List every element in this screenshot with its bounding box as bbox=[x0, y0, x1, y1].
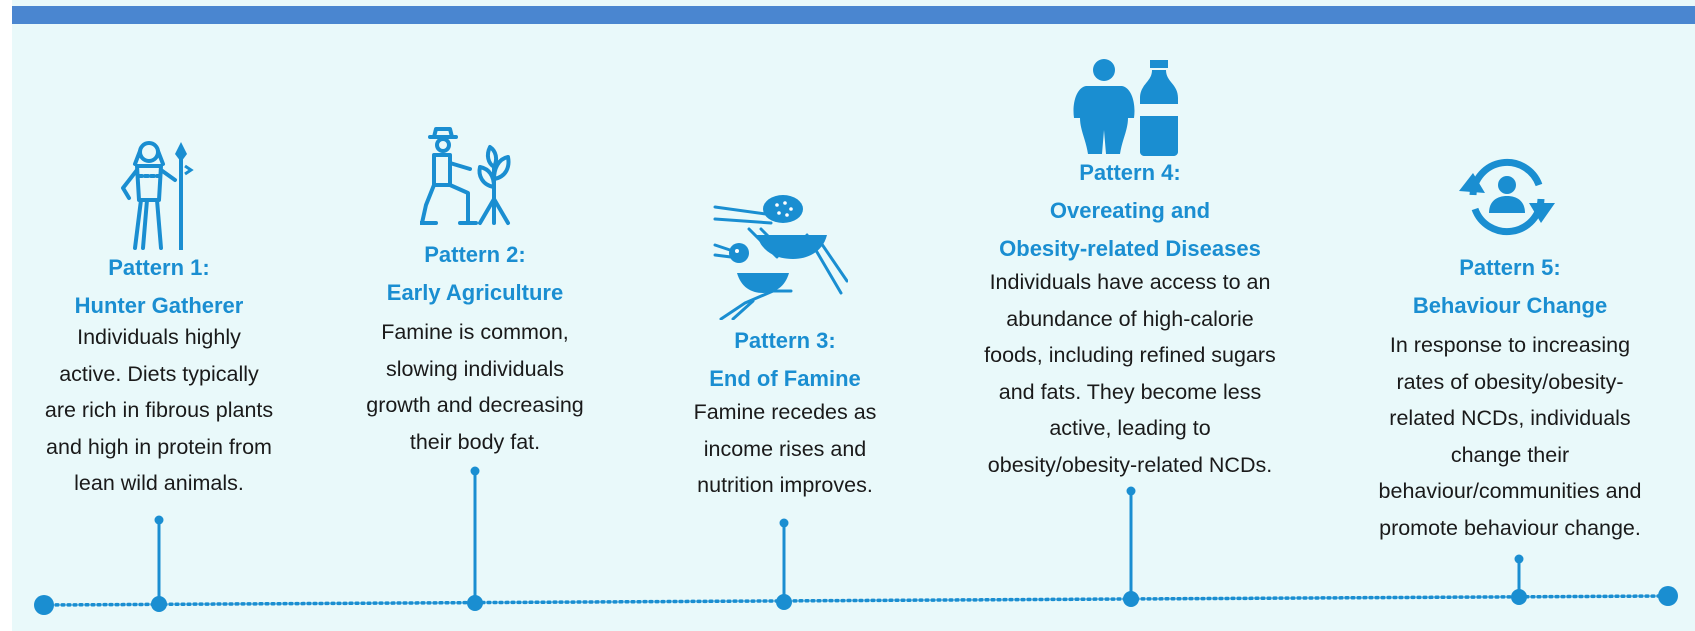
top-bar bbox=[12, 6, 1695, 24]
pattern-5: Pattern 5: Behaviour Change In response … bbox=[1345, 249, 1675, 546]
pattern-1-description-line: lean wild animals. bbox=[74, 471, 244, 495]
pattern-1-description-line: active. Diets typically bbox=[59, 361, 259, 386]
pattern-3-number: Pattern 3: bbox=[734, 328, 836, 353]
timeline-marker-2 bbox=[467, 466, 483, 611]
pattern-4-description-line: and fats. They become less bbox=[998, 379, 1262, 404]
pattern-3-title: End of Famine bbox=[709, 366, 861, 391]
pattern-1-description-line: and high in protein from bbox=[46, 434, 272, 459]
timeline-marker-4 bbox=[1123, 486, 1139, 607]
person-and-soda-bottle-icon bbox=[1073, 59, 1178, 156]
pattern-2-description-line: Famine is common, bbox=[381, 320, 569, 344]
pattern-5-description-line: rates of obesity/obesity- bbox=[1396, 369, 1624, 394]
pattern-3-description-line: nutrition improves. bbox=[697, 473, 873, 497]
pattern-3-description-line: Famine recedes as bbox=[693, 400, 877, 424]
pattern-5-description-line: change their bbox=[1450, 442, 1570, 467]
pattern-4-title: Overeating and bbox=[1049, 198, 1211, 223]
pattern-5-title: Behaviour Change bbox=[1412, 293, 1608, 318]
timeline-axis bbox=[42, 594, 1670, 607]
pattern-4-description-line: Individuals have access to an bbox=[989, 270, 1271, 294]
pattern-2-description-line: growth and decreasing bbox=[366, 393, 584, 417]
pattern-5-number: Pattern 5: bbox=[1459, 255, 1561, 280]
timeline-start-dot bbox=[34, 595, 54, 615]
pattern-2-title: Early Agriculture bbox=[386, 280, 564, 305]
farmer-planting-icon bbox=[420, 127, 511, 225]
pattern-4-description-line: obesity/obesity-related NCDs. bbox=[987, 452, 1273, 477]
hunter-gatherer-icon bbox=[121, 141, 194, 250]
person-cycle-arrows-icon bbox=[1459, 158, 1555, 236]
pattern-5-description-line: promote behaviour change. bbox=[1379, 515, 1641, 540]
pattern-2-number: Pattern 2: bbox=[424, 242, 526, 267]
diagram-background bbox=[12, 0, 1695, 631]
timeline-marker-5 bbox=[1511, 554, 1527, 605]
pattern-1-title: Hunter Gatherer bbox=[74, 293, 244, 318]
pattern-3-description-line: income rises and bbox=[703, 436, 867, 461]
pattern-1-description-line: Individuals highly bbox=[77, 325, 241, 349]
timeline-marker-1 bbox=[151, 515, 167, 612]
timeline-end-dot bbox=[1658, 586, 1678, 606]
pattern-2-description-line: their body fat. bbox=[409, 429, 541, 454]
timeline-marker-3 bbox=[776, 518, 792, 610]
pattern-5-description-line: In response to increasing bbox=[1389, 333, 1631, 357]
pattern-3: Pattern 3: End of Famine Famine recedes … bbox=[645, 322, 925, 504]
pattern-4-number: Pattern 4: bbox=[1079, 160, 1181, 185]
pattern-1: Pattern 1: Hunter Gatherer Individuals h… bbox=[20, 249, 298, 502]
pattern-2-description-line: slowing individuals bbox=[385, 356, 565, 381]
pattern-1-number: Pattern 1: bbox=[108, 255, 210, 280]
pattern-5-description-line: behaviour/communities and bbox=[1378, 479, 1642, 503]
pattern-4-description-line: abundance of high-calorie bbox=[1006, 306, 1254, 331]
pattern-4-title-line-3: Obesity-related Diseases bbox=[999, 236, 1261, 261]
pattern-2: Pattern 2: Early Agriculture Famine is c… bbox=[335, 236, 615, 460]
pattern-4-description-line: active, leading to bbox=[1049, 416, 1211, 440]
pattern-4-description-line: foods, including refined sugars bbox=[984, 343, 1276, 367]
pattern-5-description-line: related NCDs, individuals bbox=[1389, 406, 1631, 430]
pattern-4: Pattern 4: Overeating and Obesity-relate… bbox=[955, 154, 1305, 483]
food-bowls-icon bbox=[713, 195, 848, 320]
pattern-1-description-line: are rich in fibrous plants bbox=[44, 398, 274, 422]
